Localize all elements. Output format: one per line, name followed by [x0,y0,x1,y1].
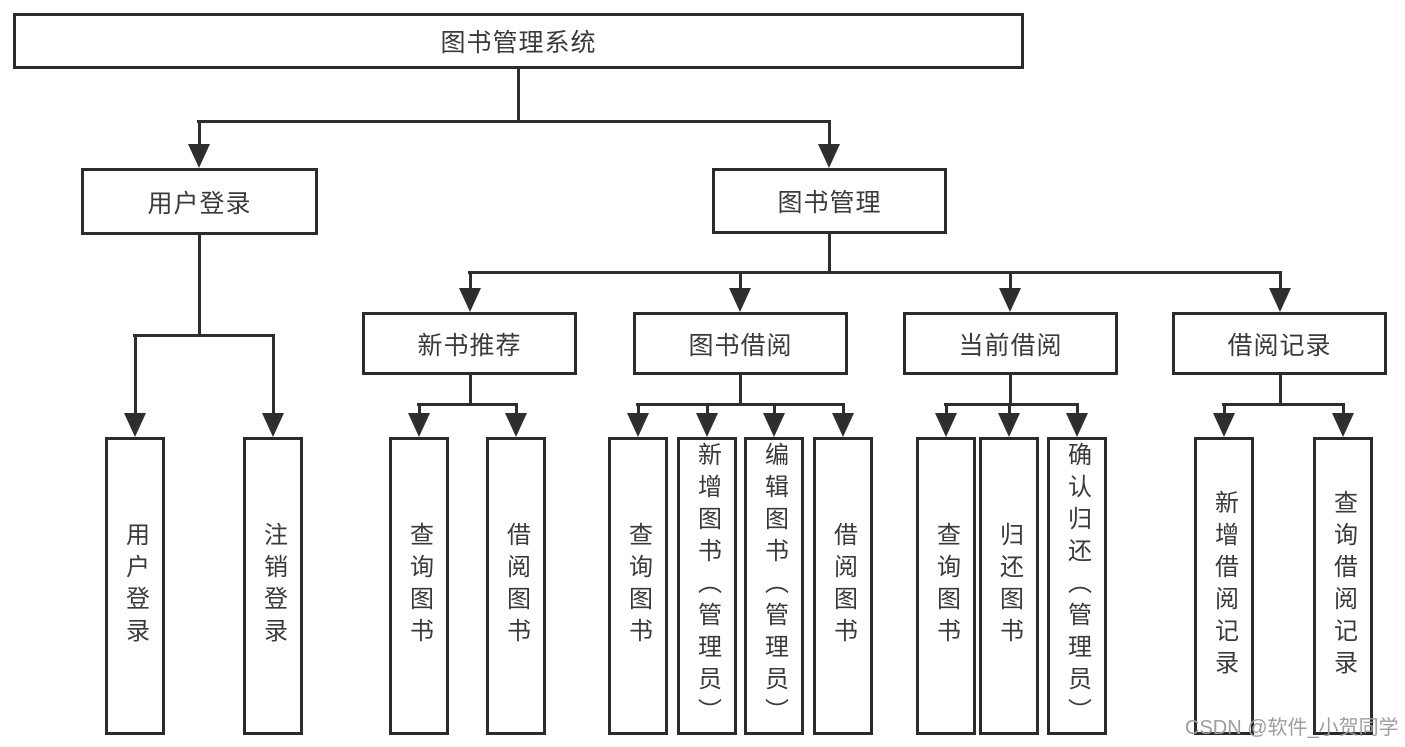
connector-line [272,334,275,416]
node-library-management-system: 图书管理系统 [13,13,1024,69]
connector-line [739,375,742,406]
connector-line [134,334,137,416]
connector-line [773,403,776,415]
node-label: 图书借阅 [688,331,793,360]
node-borrowing-records: 借阅记录 [1172,312,1387,375]
connector-line [637,403,640,415]
connector-line [706,403,709,415]
connector-line [133,334,275,337]
leaf-add-books-admin: 新增图书（管理员） [677,437,737,735]
arrowhead-down-icon [124,413,146,437]
node-label: 借阅记录 [1227,331,1332,360]
leaf-query-borrow-record: 查询借阅记录 [1313,437,1373,735]
leaf-label: 借阅图书 [502,522,530,650]
arrowhead-down-icon [832,413,854,437]
connector-line [1222,403,1345,406]
leaf-borrow-books-recommend: 借阅图书 [486,437,546,735]
leaf-label: 注销登录 [259,522,287,650]
node-user-login: 用户登录 [81,168,318,235]
connector-line [1279,375,1282,406]
node-label: 图书管理系统 [440,29,597,57]
node-label: 新书推荐 [417,331,522,360]
node-new-book-recommendation: 新书推荐 [362,312,577,375]
connector-line [469,375,472,406]
connector-line [198,120,201,146]
connector-line [1342,403,1345,415]
connector-line [842,403,845,415]
leaf-label: 查询图书 [624,522,652,650]
leaf-label: 归还图书 [995,522,1023,650]
connector-line [418,403,421,415]
arrowhead-down-icon [505,413,527,437]
leaf-label: 确认归还（管理员） [1063,442,1091,730]
connector-line [469,271,472,290]
connector-line [1009,271,1012,290]
leaf-label: 新增借阅记录 [1210,490,1238,682]
arrowhead-down-icon [1066,413,1088,437]
arrowhead-down-icon [1213,413,1235,437]
leaf-label: 用户登录 [121,522,149,650]
connector-line [1223,403,1226,415]
csdn-watermark: CSDN @软件_小贺同学 [1185,717,1399,739]
arrowhead-down-icon [998,413,1020,437]
leaf-label: 查询图书 [932,522,960,650]
connector-line [515,403,518,415]
arrowhead-down-icon [935,413,957,437]
leaf-confirm-return-admin: 确认归还（管理员） [1047,437,1107,735]
connector-line [828,233,831,274]
leaf-logout: 注销登录 [243,437,303,735]
leaf-label: 借阅图书 [829,522,857,650]
arrowhead-down-icon [1269,288,1291,312]
node-book-management: 图书管理 [712,168,947,234]
leaf-borrow-books: 借阅图书 [813,437,873,735]
node-label: 当前借阅 [958,331,1063,360]
connector-line [739,271,742,290]
connector-line [828,120,831,146]
arrowhead-down-icon [627,413,649,437]
arrowhead-down-icon [459,288,481,312]
leaf-label: 新增图书（管理员） [693,442,721,730]
connector-line [636,403,845,406]
leaf-query-books-current: 查询图书 [916,437,976,735]
leaf-query-books-borrowing: 查询图书 [608,437,668,735]
leaf-edit-books-admin: 编辑图书（管理员） [744,437,804,735]
arrowhead-down-icon [262,413,284,437]
leaf-return-books: 归还图书 [979,437,1039,735]
node-current-borrowing: 当前借阅 [903,312,1118,375]
node-label: 图书管理 [777,189,882,217]
arrowhead-down-icon [763,413,785,437]
arrowhead-down-icon [999,288,1021,312]
leaf-label: 查询借阅记录 [1329,490,1357,682]
arrowhead-down-icon [188,144,210,168]
connector-line [1076,403,1079,415]
connector-line [945,403,948,415]
connector-line [1009,375,1012,406]
leaf-query-books-recommend: 查询图书 [389,437,449,735]
leaf-add-borrow-record: 新增借阅记录 [1194,437,1254,735]
arrowhead-down-icon [818,144,840,168]
node-label: 用户登录 [147,189,252,218]
connector-line [197,120,831,123]
leaf-label: 编辑图书（管理员） [760,442,788,730]
connector-line [1008,403,1011,415]
arrowhead-down-icon [1332,413,1354,437]
connector-line [1279,271,1282,290]
leaf-label: 查询图书 [405,522,433,650]
connector-line [517,68,520,122]
arrowhead-down-icon [408,413,430,437]
node-book-borrowing: 图书借阅 [633,312,848,375]
connector-line [198,235,201,337]
leaf-user-login: 用户登录 [105,437,165,735]
connector-line [468,271,1282,274]
arrowhead-down-icon [729,288,751,312]
arrowhead-down-icon [696,413,718,437]
connector-line [417,403,518,406]
connector-line [944,403,1079,406]
